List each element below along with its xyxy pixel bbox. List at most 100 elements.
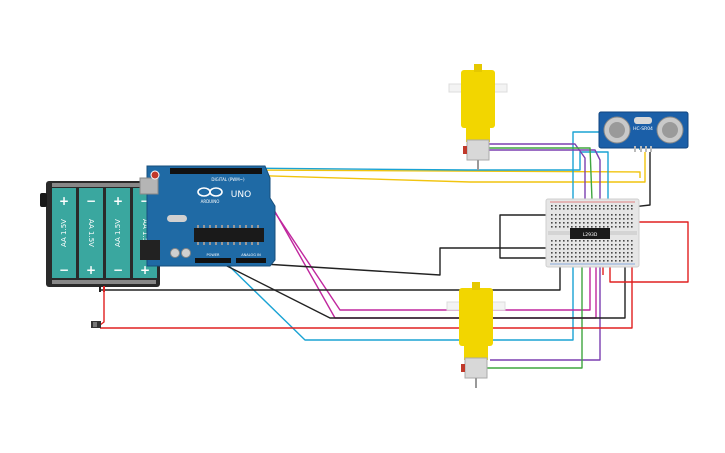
- breadboard-hole: [615, 260, 617, 262]
- breadboard-hole: [627, 222, 629, 224]
- breadboard-hole: [555, 226, 557, 228]
- breadboard-hole: [599, 244, 601, 246]
- breadboard-hole: [623, 218, 625, 220]
- breadboard-hole: [571, 205, 573, 207]
- breadboard-hole: [587, 222, 589, 224]
- power-label: POWER: [207, 253, 221, 257]
- breadboard-hole: [631, 208, 633, 210]
- breadboard-hole: [583, 222, 585, 224]
- breadboard-hole: [611, 260, 613, 262]
- breadboard-hole: [575, 248, 577, 250]
- breadboard-hole: [599, 218, 601, 220]
- breadboard-hole: [603, 222, 605, 224]
- breadboard-hole: [599, 222, 601, 224]
- wire-cyan-2[interactable]: [229, 151, 609, 204]
- breadboard-hole: [619, 244, 621, 246]
- breadboard-hole: [555, 244, 557, 246]
- power-jack: [140, 240, 160, 260]
- breadboard-hole: [583, 252, 585, 254]
- wire-black-5[interactable]: [499, 232, 553, 259]
- breadboard-hole: [619, 248, 621, 250]
- breadboard-hole: [607, 214, 609, 216]
- breadboard-hole: [551, 256, 553, 258]
- motor-top[interactable]: [448, 64, 508, 170]
- cell-3-label: AA 1.5V: [114, 219, 122, 247]
- breadboard-hole: [579, 226, 581, 228]
- breadboard-hole: [555, 222, 557, 224]
- breadboard-hole: [551, 244, 553, 246]
- breadboard-hole: [611, 226, 613, 228]
- breadboard-hole: [595, 214, 597, 216]
- wire-purple-1[interactable]: [478, 149, 601, 361]
- wire-green-2[interactable]: [478, 262, 583, 369]
- breadboard-hole: [607, 222, 609, 224]
- reset-button[interactable]: [150, 170, 160, 180]
- breadboard-hole: [627, 205, 629, 207]
- breadboard-hole: [583, 226, 585, 228]
- breadboard-hole: [563, 244, 565, 246]
- motor-top-body: [466, 139, 490, 161]
- breadboard-hole: [603, 256, 605, 258]
- breadboard-hole: [559, 208, 561, 210]
- breadboard-hole: [627, 218, 629, 220]
- breadboard-hole: [631, 205, 633, 207]
- breadboard-hole: [631, 218, 633, 220]
- breadboard-hole: [615, 218, 617, 220]
- ultrasonic-sensor[interactable]: HC-SR04: [598, 111, 689, 152]
- wire-black-1[interactable]: [231, 247, 554, 276]
- breadboard-hole: [619, 240, 621, 242]
- breadboard-hole: [579, 252, 581, 254]
- breadboard-hole: [623, 214, 625, 216]
- breadboard-hole: [607, 260, 609, 262]
- breadboard-hole: [627, 256, 629, 258]
- breadboard-hole: [587, 256, 589, 258]
- wire-purple-2[interactable]: [478, 143, 586, 210]
- battery-contact-top: [52, 183, 156, 187]
- breadboard-hole: [611, 205, 613, 207]
- breadboard-hole: [575, 218, 577, 220]
- breadboard-hole: [595, 240, 597, 242]
- driver-ic[interactable]: [570, 228, 610, 239]
- motor-bottom[interactable]: [446, 282, 506, 388]
- breadboard-hole: [583, 256, 585, 258]
- wire-yellow-echo[interactable]: [239, 152, 646, 183]
- breadboard-hole: [563, 205, 565, 207]
- power-switch[interactable]: [91, 321, 101, 328]
- breadboard-hole: [591, 248, 593, 250]
- wire-red-3[interactable]: [609, 221, 689, 283]
- breadboard-hole: [579, 256, 581, 258]
- breadboard-hole: [579, 244, 581, 246]
- breadboard-hole: [595, 248, 597, 250]
- breadboard-hole: [603, 208, 605, 210]
- breadboard-hole: [551, 205, 553, 207]
- wire-yellow-trig[interactable]: [231, 169, 641, 178]
- cell-2-label: AA 1.5V: [87, 219, 95, 247]
- breadboard-hole: [627, 226, 629, 228]
- motor-bottom-cap: [472, 282, 480, 290]
- breadboard-hole: [571, 218, 573, 220]
- breadboard-hole: [567, 208, 569, 210]
- wire-red-1[interactable]: [99, 285, 105, 326]
- breadboard-hole: [607, 244, 609, 246]
- battery-pack[interactable]: + AA 1.5V − − AA 1.5V + + AA 1.5V − − AA…: [40, 181, 160, 292]
- analog-label: ANALOG IN: [241, 253, 261, 257]
- wire-green-1[interactable]: [478, 147, 593, 201]
- breadboard-hole: [579, 214, 581, 216]
- breadboard[interactable]: L293D: [545, 198, 640, 268]
- breadboard-hole: [611, 252, 613, 254]
- breadboard-hole: [567, 218, 569, 220]
- cell-1-label: AA 1.5V: [60, 219, 68, 247]
- breadboard-hole: [623, 252, 625, 254]
- breadboard-hole: [595, 256, 597, 258]
- breadboard-hole: [595, 226, 597, 228]
- breadboard-hole: [591, 222, 593, 224]
- breadboard-hole: [623, 248, 625, 250]
- breadboard-hole: [567, 248, 569, 250]
- breadboard-hole: [603, 248, 605, 250]
- breadboard-hole: [623, 256, 625, 258]
- arduino-uno[interactable]: DIGITAL (PWM~) ARDUINO UNO POWER ANALOG: [139, 165, 276, 267]
- wire-red-2[interactable]: [100, 262, 633, 329]
- breadboard-hole: [607, 248, 609, 250]
- breadboard-hole: [607, 256, 609, 258]
- breadboard-hole: [631, 252, 633, 254]
